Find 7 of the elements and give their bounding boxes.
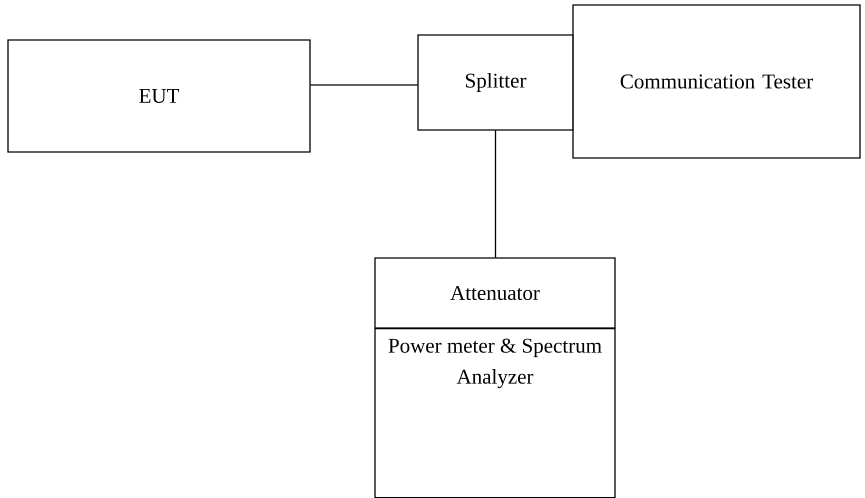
tester-box: Communication Tester [572,4,861,159]
connector-line [310,84,418,86]
splitter-box: Splitter [417,34,574,131]
attenuator-box: Attenuator [374,257,616,329]
connector-line [494,130,496,258]
analyzer-box: Power meter & Spectrum Analyzer [374,328,616,498]
device-box: EUT [7,39,311,153]
